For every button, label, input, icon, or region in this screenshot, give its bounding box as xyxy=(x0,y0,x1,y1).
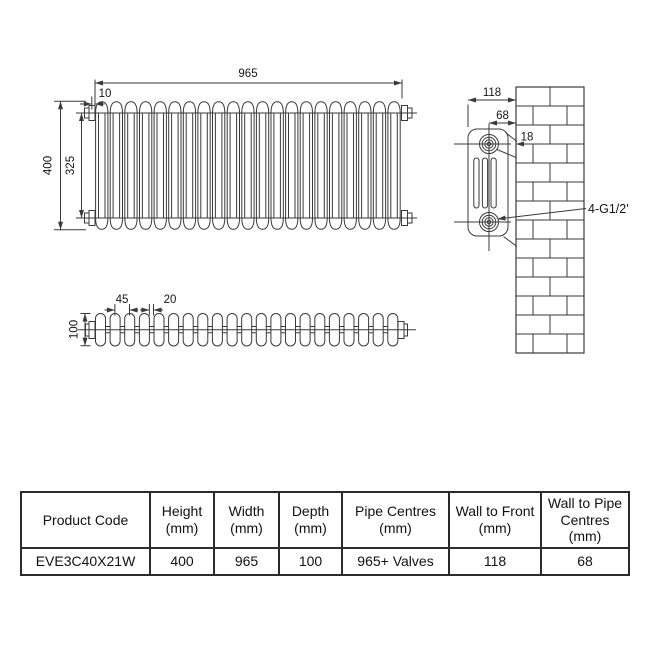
radiator-section xyxy=(387,101,401,230)
cell-depth: 100 xyxy=(278,546,343,576)
dim-label-pitch: 45 xyxy=(116,294,129,306)
dim-label-depth: 100 xyxy=(69,320,81,339)
col-header-height: Height (mm) xyxy=(149,491,215,549)
cell-wall-to-front: 118 xyxy=(448,546,542,576)
radiator-section xyxy=(109,101,123,230)
cell-product-code: EVE3C40X21W xyxy=(20,546,151,576)
side-profile xyxy=(454,123,518,251)
radiator-section xyxy=(270,101,284,230)
arrowhead xyxy=(153,307,162,313)
brick-wall xyxy=(515,86,585,354)
arrowhead xyxy=(508,97,516,103)
front-pipe-centerlines xyxy=(76,112,417,219)
front-sections-group xyxy=(95,101,401,230)
arrowhead xyxy=(129,307,138,313)
arrowhead xyxy=(82,337,88,346)
cell-wall-to-pipe-centres: 68 xyxy=(540,546,630,576)
radiator-section xyxy=(95,101,109,230)
col-header-pipe-centres: Pipe Centres (mm) xyxy=(341,491,450,549)
arrowhead xyxy=(95,80,103,86)
cell-height: 400 xyxy=(149,546,215,576)
radiator-section xyxy=(255,101,270,230)
dim-plan-depth: 100 xyxy=(69,313,91,347)
col-header-wall-to-front: Wall to Front (mm) xyxy=(448,491,542,549)
connection-callout: 4-G1/2' xyxy=(497,202,629,222)
radiator-section xyxy=(372,101,387,230)
radiator-section xyxy=(124,101,138,230)
dim-label-end-offset: 10 xyxy=(99,88,112,100)
arrowhead xyxy=(106,307,115,313)
dim-back-gap: 18 xyxy=(516,132,571,147)
dim-label-back-gap: 18 xyxy=(521,132,534,144)
dim-wall-to-pipe: 68 xyxy=(489,110,516,126)
connection-label: 4-G1/2' xyxy=(588,202,629,216)
radiator-section xyxy=(153,101,167,230)
radiator-section xyxy=(226,101,240,230)
side-view: 118 68 18 4-G1/2' xyxy=(454,86,629,354)
col-header-wall-to-pipe-centres: Wall to Pipe Centres (mm) xyxy=(540,491,630,549)
radiator-section xyxy=(285,101,299,230)
front-view: 965 10 400 325 xyxy=(43,68,417,231)
radiator-section xyxy=(329,101,343,230)
dim-label-neck: 20 xyxy=(164,294,177,306)
dim-label-width: 965 xyxy=(238,68,257,80)
arrowhead xyxy=(58,101,63,110)
radiator-section xyxy=(314,101,328,230)
col-header-product-code: Product Code xyxy=(20,491,151,549)
dim-label-height: 400 xyxy=(43,156,55,175)
spec-table-data-row: EVE3C40X21W 400 965 100 965+ Valves 118 … xyxy=(20,546,630,576)
arrowhead xyxy=(58,221,63,230)
wall-brackets xyxy=(496,132,518,247)
radiator-section xyxy=(358,101,372,230)
dim-front-pipe-centres: 325 xyxy=(65,113,84,218)
spec-table: Product Code Height (mm) Width (mm) Dept… xyxy=(20,491,630,576)
radiator-section xyxy=(241,101,255,230)
dim-wall-to-front: 118 xyxy=(467,87,516,127)
dim-label-wall-to-front: 118 xyxy=(483,87,501,99)
arrowhead xyxy=(394,80,402,86)
dim-plan-pitch: 45 xyxy=(104,294,138,316)
side-column-slots xyxy=(473,157,497,209)
side-centerlines xyxy=(454,123,511,251)
arrowhead xyxy=(79,113,84,121)
arrowhead xyxy=(141,307,150,313)
col-header-width: Width (mm) xyxy=(213,491,280,549)
arrowhead xyxy=(508,120,516,126)
radiator-section xyxy=(168,101,182,230)
arrowhead xyxy=(79,210,84,218)
radiator-section xyxy=(182,101,197,230)
radiator-section xyxy=(212,101,226,230)
dim-label-pipe-centres: 325 xyxy=(65,156,77,175)
dim-front-end-offset: 10 xyxy=(80,88,111,110)
radiator-section xyxy=(139,101,153,230)
arrowhead xyxy=(468,97,476,103)
cell-pipe-centres: 965+ Valves xyxy=(341,546,450,576)
dim-front-height: 400 xyxy=(43,100,86,231)
front-bushings xyxy=(84,105,413,226)
radiator-section xyxy=(299,101,313,230)
dim-front-width: 965 xyxy=(94,68,403,99)
dim-label-wall-to-pipe: 68 xyxy=(496,110,509,122)
dim-plan-neck: 20 xyxy=(140,294,176,316)
radiator-section xyxy=(197,101,211,230)
technical-drawing: 965 10 400 325 xyxy=(43,68,629,354)
radiator-section xyxy=(343,101,357,230)
spec-table-header-row: Product Code Height (mm) Width (mm) Dept… xyxy=(20,491,630,549)
cell-width: 965 xyxy=(213,546,280,576)
plan-view: 100 45 20 xyxy=(69,294,416,347)
arrowhead xyxy=(82,313,88,322)
col-header-depth: Depth (mm) xyxy=(278,491,343,549)
